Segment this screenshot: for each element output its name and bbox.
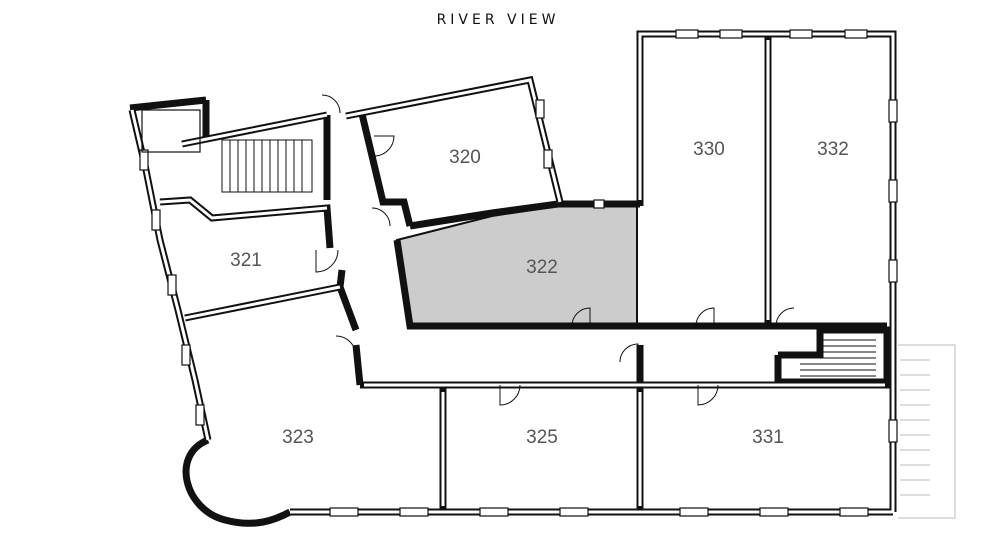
room-label-332: 332	[817, 139, 849, 160]
room-label-322: 322	[526, 257, 558, 278]
room-label-320: 320	[449, 147, 481, 168]
exterior-steps	[898, 344, 956, 519]
plan-title: RIVER VIEW	[437, 12, 560, 28]
room-label-323: 323	[282, 427, 314, 448]
stairs-left	[141, 109, 313, 193]
room-label-325: 325	[526, 427, 558, 448]
stairs-right	[800, 339, 876, 377]
room-label-330: 330	[693, 139, 725, 160]
doors	[315, 94, 795, 406]
windows	[139, 29, 898, 517]
room-label-321: 321	[230, 250, 262, 271]
room-label-331: 331	[752, 427, 784, 448]
